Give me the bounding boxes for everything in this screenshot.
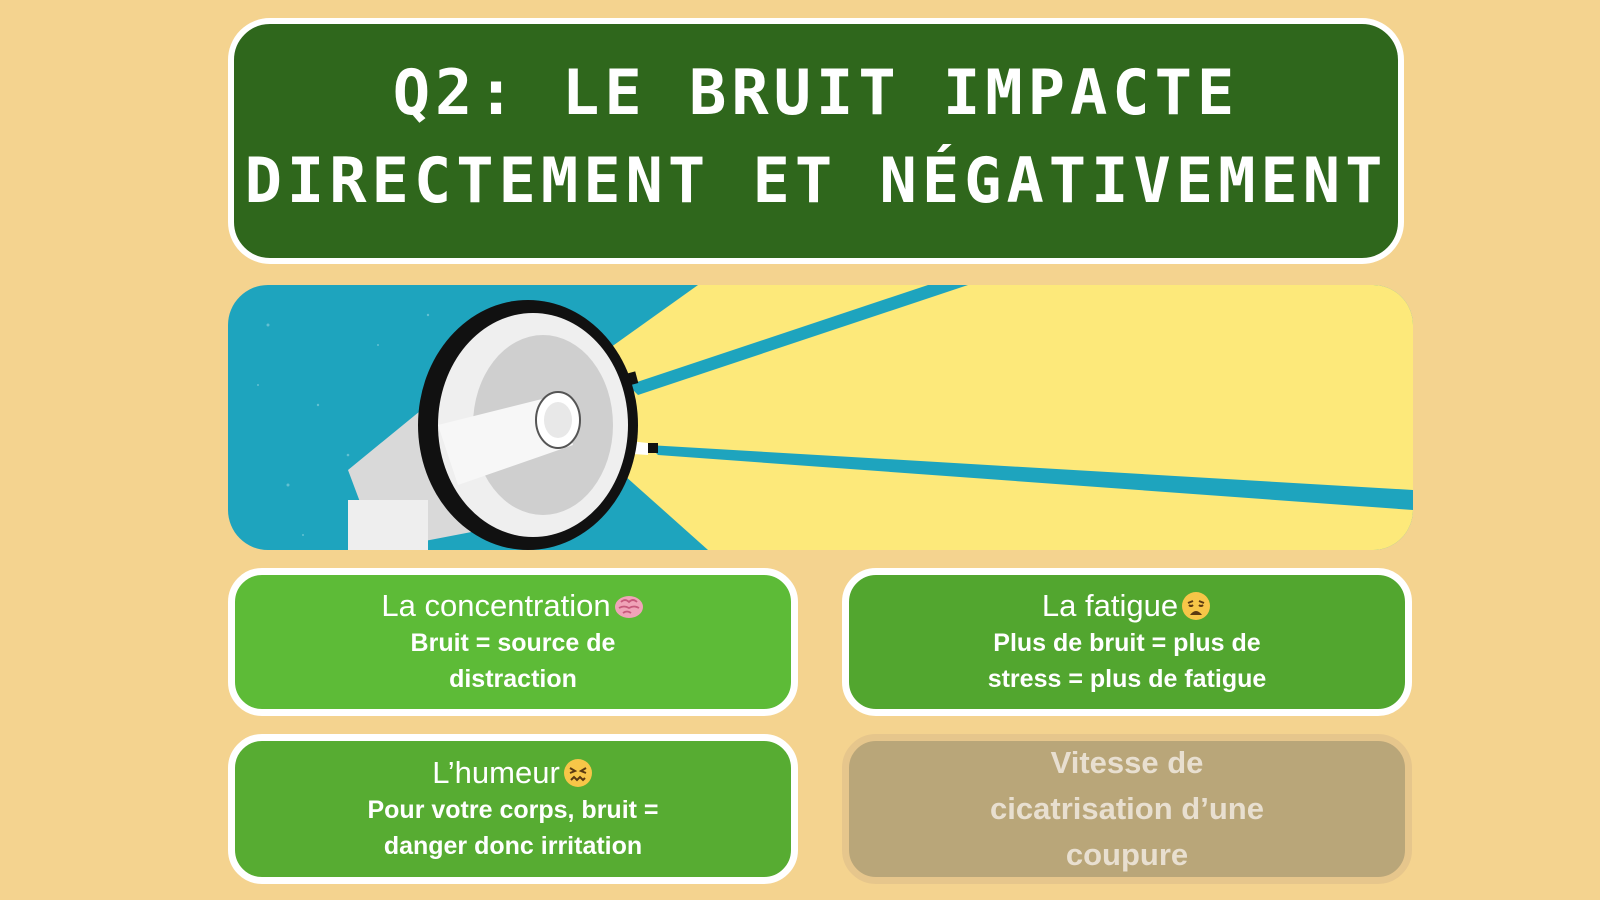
card-humeur: L’humeur Pour votre corps, bruit = dange… xyxy=(228,734,798,884)
card-title-text: La fatigue xyxy=(1041,588,1179,623)
card-cicatrisation: Vitesse de cicatrisation d’une coupure xyxy=(842,734,1412,884)
confounded-face-icon xyxy=(563,759,592,787)
card-title: La fatigue xyxy=(1042,587,1212,625)
card-title-text: L’humeur xyxy=(432,755,560,790)
megaphone-illustration xyxy=(228,285,1413,550)
card-concentration: La concentration Bruit = source de distr… xyxy=(228,568,798,716)
card-title: La concentration xyxy=(381,587,644,625)
megaphone xyxy=(348,300,638,550)
card-body: Bruit = source de distraction xyxy=(410,629,616,693)
card-body: Pour votre corps, bruit = danger donc ir… xyxy=(367,796,659,860)
card-body: Vitesse de cicatrisation d’une coupure xyxy=(990,745,1264,872)
title-box: Q2: Le bruit impacte directement et néga… xyxy=(228,18,1404,264)
page-title: Q2: Le bruit impacte directement et néga… xyxy=(244,56,1388,217)
sound-waves xyxy=(558,285,1413,550)
weary-face-icon xyxy=(1182,592,1211,620)
card-fatigue: La fatigue Plus de bruit = plus de stres… xyxy=(842,568,1412,716)
hero-image xyxy=(228,285,1413,550)
card-title-text: La concentration xyxy=(381,588,611,623)
card-title: L’humeur xyxy=(432,754,594,792)
brain-icon xyxy=(614,596,643,618)
card-body: Plus de bruit = plus de stress = plus de… xyxy=(987,629,1267,693)
speckle-texture xyxy=(257,313,430,536)
